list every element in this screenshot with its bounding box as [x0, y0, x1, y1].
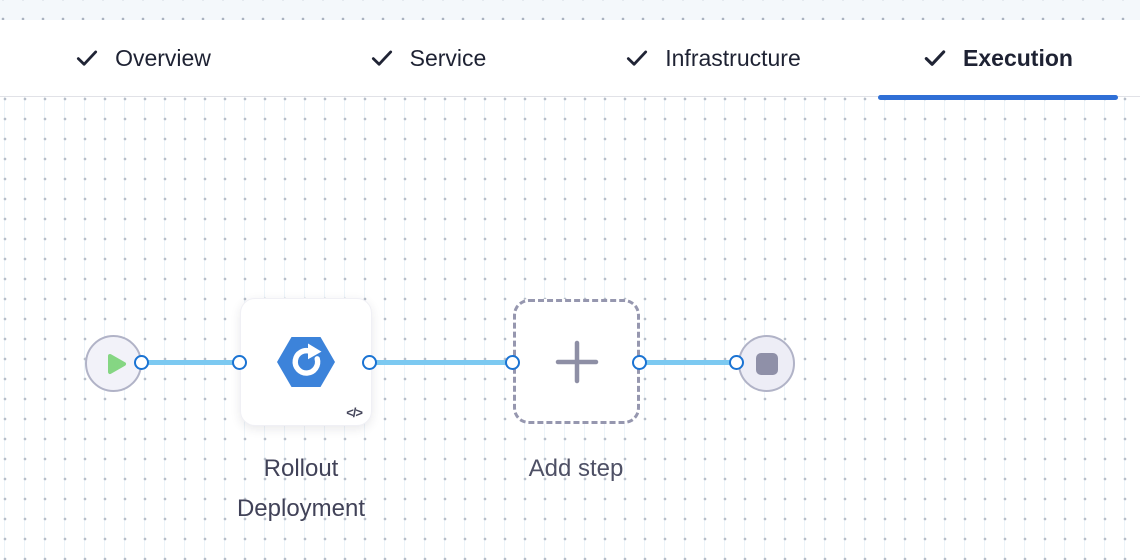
code-view-icon[interactable]: </> [346, 405, 363, 420]
kubernetes-rollout-icon [277, 337, 335, 387]
check-icon [76, 50, 98, 66]
tab-label: Infrastructure [665, 44, 801, 71]
connector-line [370, 360, 513, 365]
connector-line [640, 360, 737, 365]
active-tab-indicator [877, 95, 1118, 100]
check-icon [627, 50, 648, 66]
stage-tab-bar: Overview Service Infrastructure Executio… [0, 20, 1140, 100]
port-addstep-in[interactable] [505, 355, 520, 370]
stop-icon [755, 352, 778, 375]
port-start-out[interactable] [134, 355, 149, 370]
connector-line [142, 360, 240, 365]
check-icon [924, 50, 946, 66]
step-label-add-step: Add step [528, 455, 624, 482]
step-node-rollout-deployment[interactable]: </> [240, 298, 372, 426]
canvas-top-strip [0, 0, 1140, 20]
port-step1-out[interactable] [362, 355, 377, 370]
pipeline-end-node[interactable] [738, 335, 795, 392]
tab-execution[interactable]: Execution [855, 20, 1140, 100]
add-step-node[interactable] [513, 299, 640, 424]
pipeline-canvas[interactable]: </> Rollout Deployment Add step [0, 97, 1140, 560]
tab-infrastructure[interactable]: Infrastructure [570, 20, 855, 96]
tab-overview[interactable]: Overview [0, 20, 285, 96]
tab-label: Execution [963, 44, 1073, 71]
plus-icon [555, 340, 598, 383]
port-addstep-out[interactable] [632, 355, 647, 370]
play-icon [107, 353, 126, 374]
port-end-in[interactable] [729, 355, 744, 370]
step-label-rollout-deployment: Rollout Deployment [236, 455, 366, 522]
tab-label: Overview [115, 44, 211, 71]
tab-service[interactable]: Service [285, 20, 570, 96]
pipeline-start-node[interactable] [85, 335, 142, 392]
check-icon [371, 50, 392, 66]
port-step1-in[interactable] [232, 355, 247, 370]
tab-label: Service [409, 44, 487, 71]
